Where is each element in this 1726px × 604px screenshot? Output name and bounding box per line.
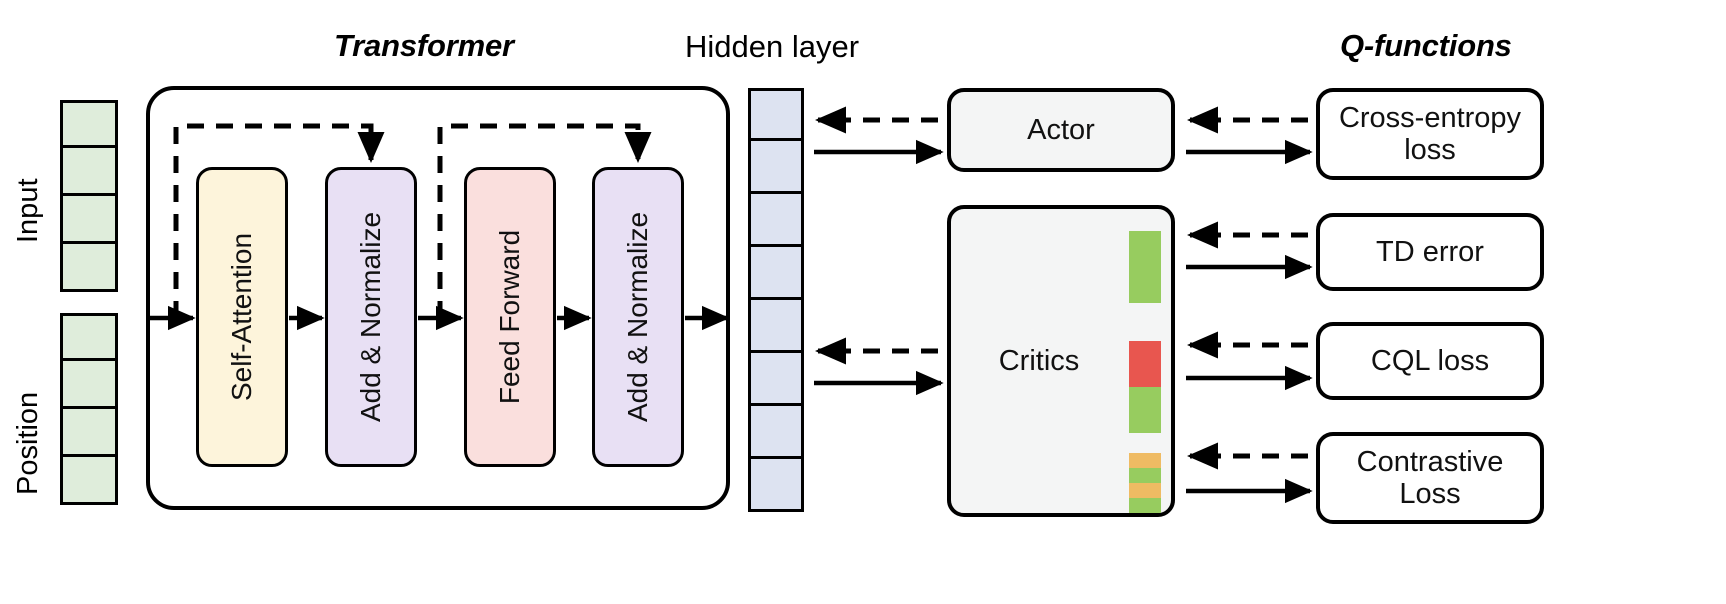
critic-bar [1129, 387, 1161, 433]
critic-bar [1129, 341, 1161, 387]
block-add-normalize-1[interactable]: Add & Normalize [325, 167, 417, 467]
position-token-column [60, 313, 118, 505]
title-transformer: Transformer [334, 28, 514, 63]
input-token-cell [60, 100, 118, 148]
loss-box-td-error-label: TD error [1376, 235, 1484, 268]
block-add-normalize-1-label: Add & Normalize [355, 211, 386, 423]
hidden-layer-cell [748, 247, 804, 300]
hidden-layer-cell [748, 459, 804, 512]
hidden-layer-cell [748, 141, 804, 194]
input-token-cell [60, 148, 118, 196]
critic-bar [1129, 231, 1161, 303]
loss-box-td-error[interactable]: TD error [1316, 213, 1544, 291]
loss-box-cross-entropy[interactable]: Cross-entropy loss [1316, 88, 1544, 180]
block-self-attention-label: Self-Attention [226, 232, 258, 402]
module-critics[interactable]: Critics [947, 205, 1175, 517]
input-token-column [60, 100, 118, 292]
critic-bar-group [1129, 231, 1161, 513]
loss-box-cross-entropy-label: Cross-entropy loss [1338, 101, 1522, 166]
hidden-layer-cell [748, 353, 804, 406]
position-token-cell [60, 361, 118, 409]
hidden-layer-cell [748, 406, 804, 459]
input-token-cell [60, 196, 118, 244]
block-add-normalize-2[interactable]: Add & Normalize [592, 167, 684, 467]
critic-bar [1129, 468, 1161, 483]
hidden-layer-column [748, 88, 804, 512]
critic-bar [1129, 453, 1161, 468]
hidden-layer-cell [748, 300, 804, 353]
hidden-layer-cell [748, 88, 804, 141]
block-feed-forward-label: Feed Forward [494, 229, 526, 405]
hidden-layer-cell [748, 194, 804, 247]
block-feed-forward[interactable]: Feed Forward [464, 167, 556, 467]
block-self-attention[interactable]: Self-Attention [196, 167, 288, 467]
loss-box-contrastive-loss-label: Contrastive Loss [1356, 445, 1504, 510]
module-actor[interactable]: Actor [947, 88, 1175, 172]
module-critics-label: Critics [998, 344, 1080, 377]
critic-bar [1129, 498, 1161, 513]
block-add-normalize-2-label: Add & Normalize [622, 211, 653, 423]
label-position: Position [12, 391, 44, 495]
module-actor-label: Actor [1027, 113, 1095, 146]
position-token-cell [60, 409, 118, 457]
position-token-cell [60, 457, 118, 505]
label-input: Input [12, 178, 44, 244]
loss-box-cql-loss-label: CQL loss [1370, 344, 1490, 377]
loss-box-cql-loss[interactable]: CQL loss [1316, 322, 1544, 400]
title-hidden-layer: Hidden layer [685, 29, 860, 64]
loss-box-contrastive-loss[interactable]: Contrastive Loss [1316, 432, 1544, 524]
critic-bar [1129, 483, 1161, 498]
input-token-cell [60, 244, 118, 292]
title-q-functions: Q-functions [1340, 28, 1512, 63]
position-token-cell [60, 313, 118, 361]
